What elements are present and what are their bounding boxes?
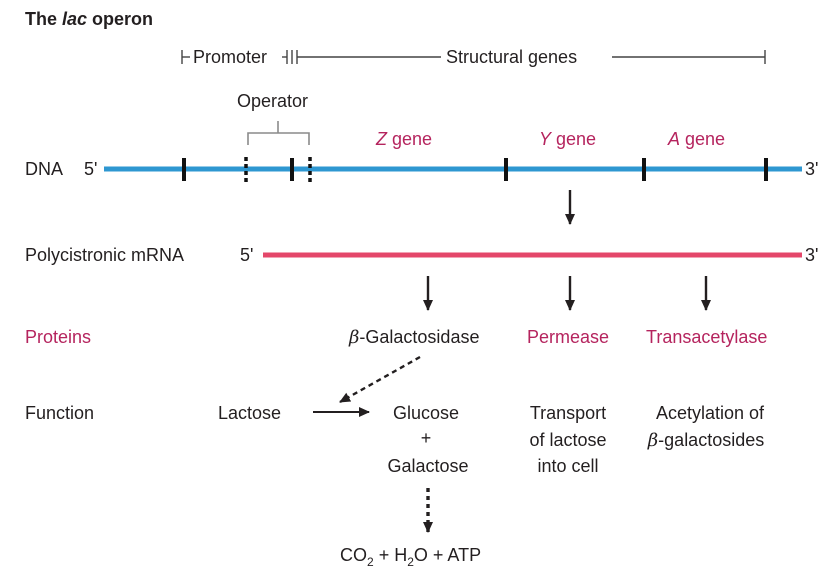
structural-genes-label: Structural genes bbox=[446, 47, 577, 67]
galactose-label: Galactose bbox=[387, 456, 468, 476]
promoter-region-bracket bbox=[181, 50, 293, 64]
glucose-label: Glucose bbox=[393, 403, 459, 423]
z-gene-label: Z gene bbox=[375, 129, 432, 149]
transport-line-1: Transport bbox=[530, 403, 606, 423]
mrna-label: Polycistronic mRNA bbox=[25, 245, 184, 265]
operator-bracket bbox=[247, 121, 310, 145]
dna-boundary-marks bbox=[182, 158, 768, 181]
permease-label: Permease bbox=[527, 327, 609, 347]
proteins-row-label: Proteins bbox=[25, 327, 91, 347]
beta-galactosidase-label: β-Galactosidase bbox=[348, 327, 479, 348]
dna-three-prime: 3' bbox=[805, 159, 818, 179]
acetylation-line-2: β-galactosides bbox=[647, 430, 764, 451]
diagram-title: The lac operon bbox=[25, 9, 153, 29]
structural-genes-bracket bbox=[296, 50, 766, 64]
transacetylase-label: Transacetylase bbox=[646, 327, 767, 347]
a-gene-label: A gene bbox=[667, 129, 725, 149]
y-gene-label: Y gene bbox=[539, 129, 596, 149]
catalysis-dashed-arrow bbox=[339, 355, 421, 404]
mrna-five-prime: 5' bbox=[240, 245, 253, 265]
mrna-three-prime: 3' bbox=[805, 245, 818, 265]
plus-sign: + bbox=[421, 428, 432, 448]
operator-label: Operator bbox=[237, 91, 308, 111]
dna-label: DNA bbox=[25, 159, 63, 179]
metabolic-products: CO2 + H2O + ATP bbox=[340, 545, 481, 569]
lactose-label: Lactose bbox=[218, 403, 281, 423]
translation-arrows bbox=[423, 276, 711, 311]
function-row-label: Function bbox=[25, 403, 94, 423]
acetylation-line-1: Acetylation of bbox=[656, 403, 765, 423]
promoter-label: Promoter bbox=[193, 47, 267, 67]
transport-line-2: of lactose bbox=[529, 430, 606, 450]
transport-line-3: into cell bbox=[537, 456, 598, 476]
dna-five-prime: 5' bbox=[84, 159, 97, 179]
